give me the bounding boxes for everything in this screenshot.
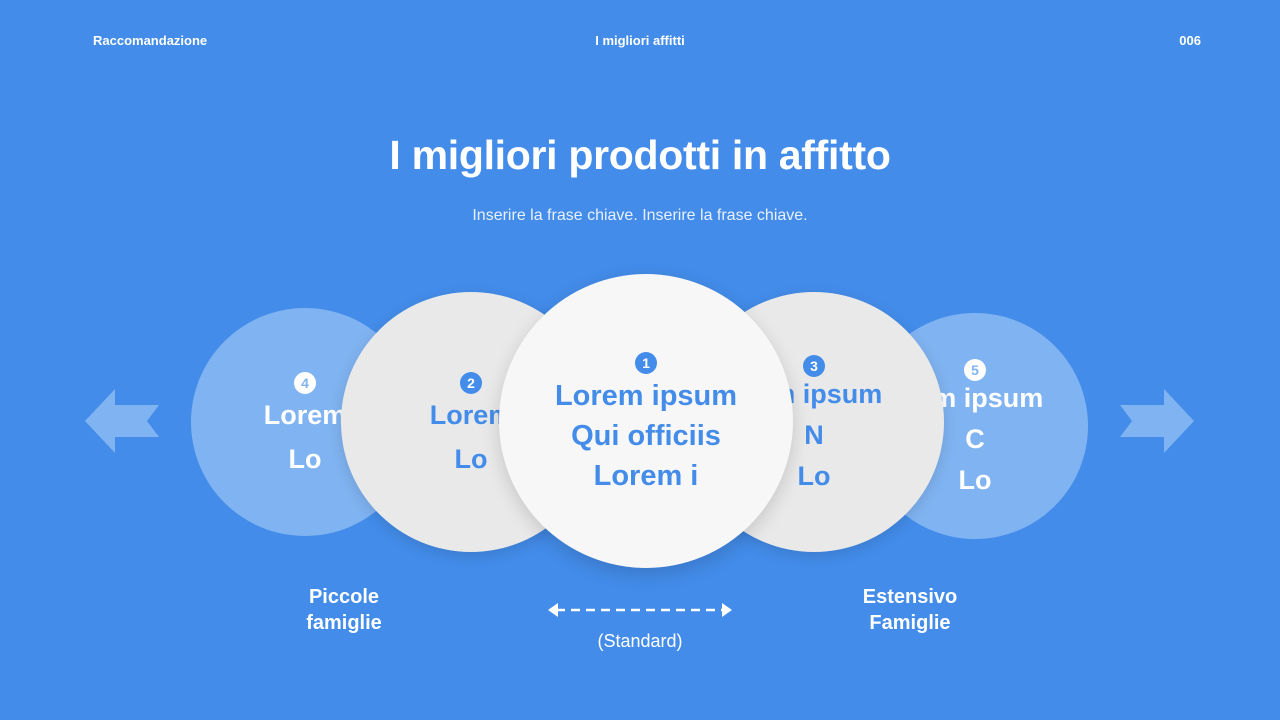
circle-line: Lo [958,464,992,495]
label-line: Estensivo [862,586,958,608]
header-center-text: I migliori affitti [595,33,685,48]
circle-line: N [804,419,824,450]
page-subtitle: Inserire la frase chiave. Inserire la fr… [472,207,808,224]
rank-badge: 1 [635,351,657,374]
circle-line: Lorem [429,399,513,430]
label-line: famiglie [306,612,382,634]
circle-line: Lo [797,460,831,491]
label-line: Piccole [308,586,380,608]
circle-line: Lorem ipsum [554,379,738,412]
header-left-text: Raccomandazione [93,33,208,48]
product-circle-1: 1 Lorem ipsum Qui officiis Lorem i [499,274,793,568]
circle-line: Lorem i [593,459,699,492]
page-number: 006 [1179,33,1201,48]
rank-badge: 5 [964,358,986,381]
arrow-left-icon [85,389,159,453]
label-line: Famiglie [869,612,951,634]
circle-line: C [965,423,985,454]
circle-line: Lo [454,443,488,474]
circle-line: Lo [288,443,322,474]
rank-badge: 2 [460,371,482,394]
page-title: I migliori prodotti in affitto [389,132,891,178]
circle-line: Lorem [263,399,347,430]
rank-badge: 3 [803,354,825,377]
arrow-right-icon [1120,389,1194,453]
double-arrow-icon [548,603,732,617]
label-small-families: Piccole famiglie [244,584,444,636]
rank-badge: 4 [294,371,316,394]
label-large-families: Estensivo Famiglie [810,584,1010,636]
label-standard: (Standard) [597,631,683,651]
circle-line: Qui officiis [571,419,721,452]
